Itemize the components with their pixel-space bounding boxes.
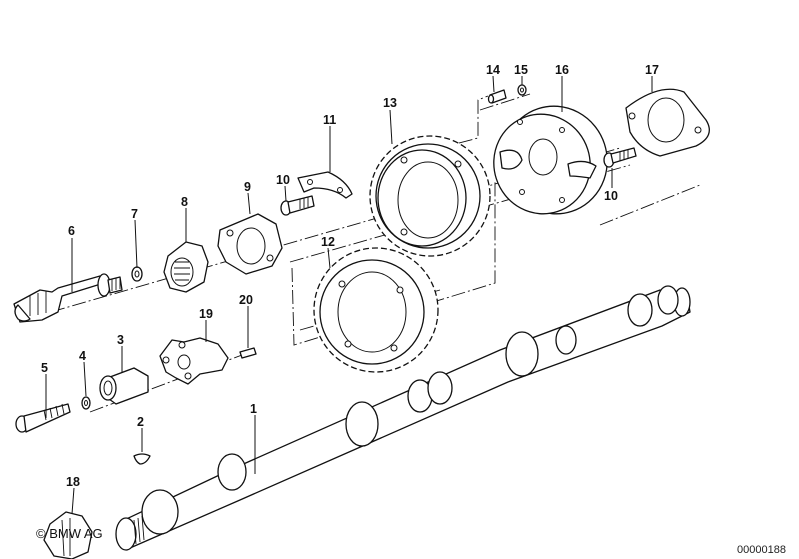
- part-20-pin[interactable]: [239, 347, 257, 359]
- part-19-distributor-flange[interactable]: [159, 337, 229, 385]
- callout-2: 2: [137, 415, 144, 429]
- callout-11: 11: [323, 113, 336, 127]
- callout-17: 17: [645, 63, 659, 77]
- callout-20: 20: [239, 293, 253, 307]
- callout-12: 12: [321, 235, 335, 249]
- part-10-bolt-right[interactable]: [603, 147, 637, 168]
- callout-19: 19: [199, 307, 213, 321]
- part-5-cap-screw[interactable]: [15, 403, 71, 433]
- callout-10-left: 10: [276, 173, 290, 187]
- callout-8: 8: [181, 195, 188, 209]
- callout-9: 9: [244, 180, 251, 194]
- part-14-dowel-pin[interactable]: [487, 89, 507, 104]
- part-13-camshaft-sprocket[interactable]: [369, 135, 491, 257]
- leader-lines: [45, 75, 653, 515]
- part-7-washer[interactable]: [131, 266, 143, 282]
- copyright-notice: © BMW AG: [36, 526, 103, 541]
- callout-labels: 1 2 3 4 5 6 7 8 9 10 10 11 12 13 14 15 1…: [41, 63, 659, 489]
- callout-6: 6: [68, 224, 75, 238]
- callout-10-right: 10: [604, 189, 618, 203]
- part-16-flange-hub[interactable]: [481, 93, 621, 228]
- callout-13: 13: [383, 96, 397, 110]
- part-1-camshaft[interactable]: [115, 285, 691, 551]
- callout-15: 15: [514, 63, 528, 77]
- callout-18: 18: [66, 475, 80, 489]
- part-3-coupling-sleeve[interactable]: [99, 367, 149, 405]
- part-12-camshaft-sprocket[interactable]: [313, 247, 439, 373]
- part-8-hex-nut[interactable]: [163, 241, 209, 293]
- callout-16: 16: [555, 63, 569, 77]
- callout-1: 1: [250, 402, 257, 416]
- callout-4: 4: [79, 349, 86, 363]
- callout-7: 7: [131, 207, 138, 221]
- part-2-woodruff-key[interactable]: [133, 453, 151, 465]
- callout-3: 3: [117, 333, 124, 347]
- callout-14: 14: [486, 63, 500, 77]
- part-6-drive-gear-shaft[interactable]: [13, 273, 123, 323]
- part-15-washer[interactable]: [517, 84, 527, 96]
- part-18-nut[interactable]: [43, 511, 93, 559]
- part-9-thrust-plate[interactable]: [217, 213, 283, 275]
- diagram-id: 00000188: [737, 544, 786, 556]
- part-4-washer[interactable]: [81, 396, 91, 410]
- part-11-locking-plate[interactable]: [297, 171, 353, 199]
- part-17-cover-plate[interactable]: [625, 88, 710, 157]
- callout-5: 5: [41, 361, 48, 375]
